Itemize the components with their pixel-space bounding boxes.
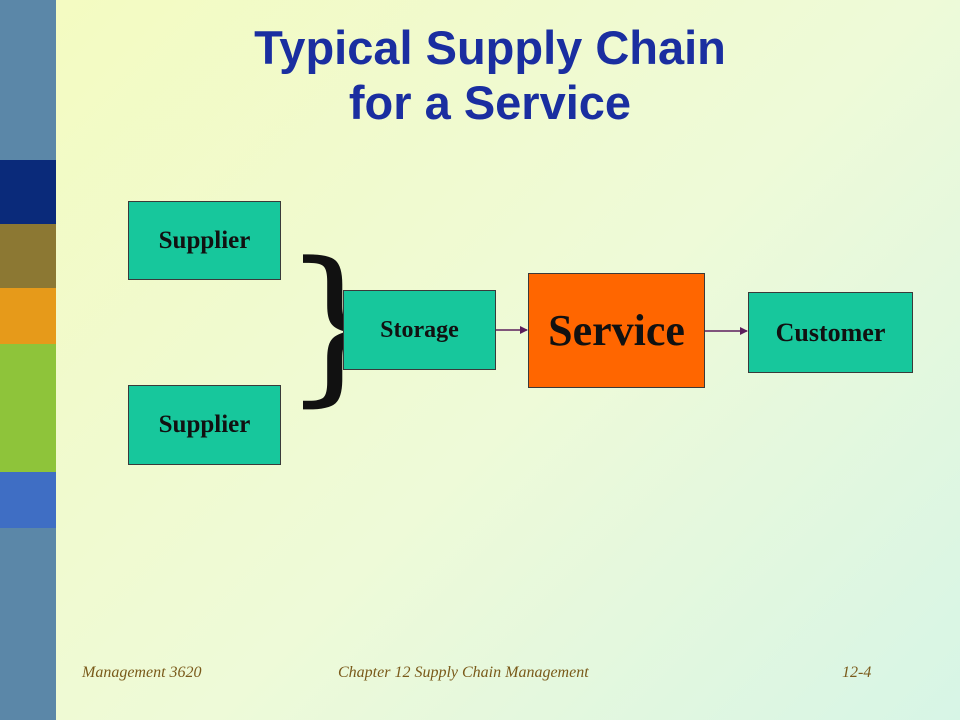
service-label: Service <box>548 306 685 355</box>
slide-title-line-2: for a Service <box>348 76 632 129</box>
slide-title-line-1: Typical Supply Chain <box>254 21 726 74</box>
supplier-box-top: Supplier <box>128 201 281 280</box>
storage-label: Storage <box>380 316 459 343</box>
customer-label: Customer <box>775 317 886 347</box>
sidebar-band <box>0 528 56 720</box>
supplier-box-bottom: Supplier <box>128 385 281 465</box>
sidebar-band <box>0 288 56 344</box>
storage-box: Storage <box>343 290 496 370</box>
sidebar-band <box>0 472 56 528</box>
sidebar-band <box>0 160 56 224</box>
footer-slide-number: 12-4 <box>842 664 872 681</box>
customer-box: Customer <box>748 292 913 373</box>
sidebar-band <box>0 0 56 160</box>
sidebar-band <box>0 344 56 472</box>
service-box: Service <box>528 273 705 388</box>
supplier-label-top: Supplier <box>158 226 251 254</box>
footer-chapter: Chapter 12 Supply Chain Management <box>338 664 589 681</box>
sidebar-stripe <box>0 0 56 720</box>
slide-title: Typical Supply Chain for a Service <box>100 20 880 130</box>
footer-course: Management 3620 <box>82 664 202 681</box>
grouping-brace: } <box>282 226 389 422</box>
supplier-label-bottom: Supplier <box>158 411 251 438</box>
sidebar-band <box>0 224 56 288</box>
